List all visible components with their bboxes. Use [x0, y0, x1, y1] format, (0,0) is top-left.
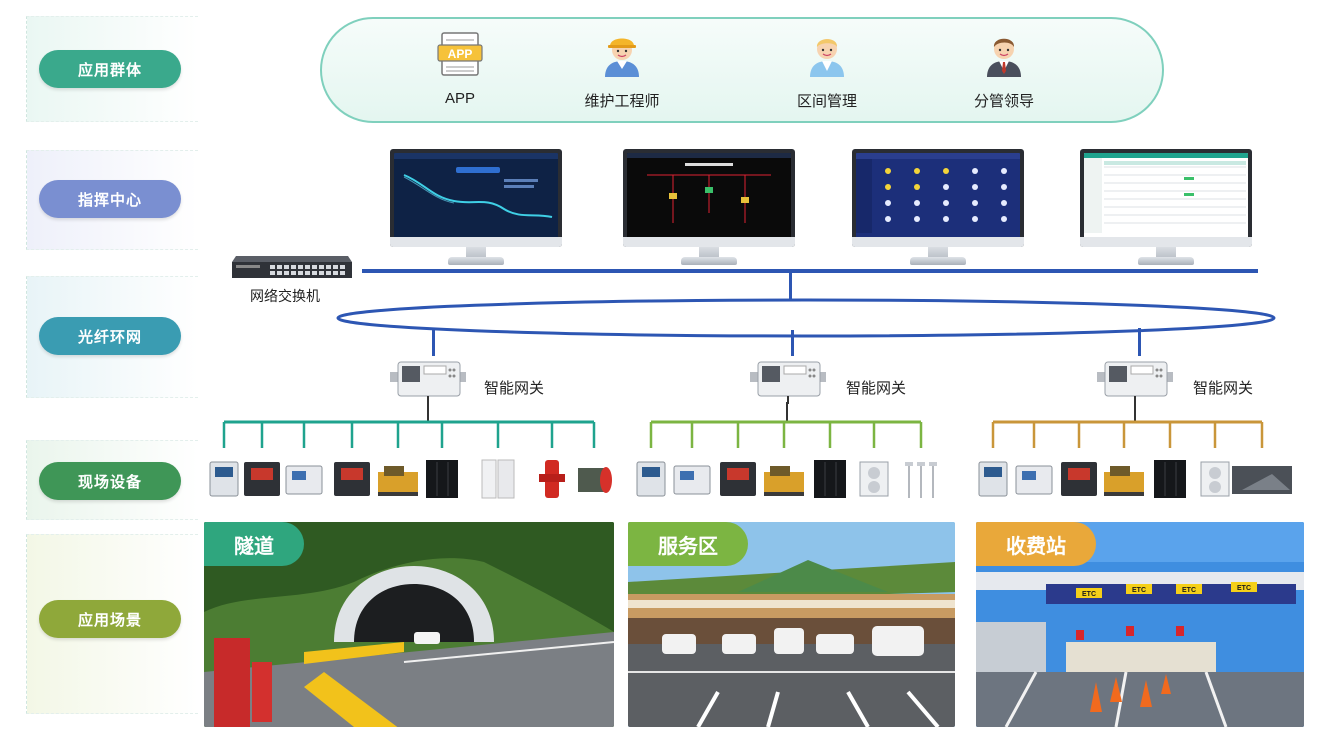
field-device-relay: [209, 461, 239, 497]
monitor-wiring: [623, 149, 795, 269]
layer-band-scenario: 应用场景: [26, 534, 198, 714]
field-device-light: [481, 459, 515, 499]
network-switch: [232, 254, 352, 280]
etc-sign-text: ETC: [1237, 585, 1251, 592]
backbone-to-ring-link: [789, 271, 792, 301]
user-label-engineer: 维护工程师: [584, 93, 660, 110]
etc-sign: [1176, 584, 1202, 594]
field-device-hvac: [1200, 461, 1230, 497]
gateway-device-3: [1097, 358, 1173, 404]
ring-to-gateway-3: [1138, 328, 1141, 356]
field-device-hvac: [859, 461, 889, 497]
field-device-cab: [814, 460, 846, 498]
leader-icon: [987, 38, 1021, 77]
field-device-relay: [978, 461, 1008, 497]
gateway-label-3: 智能网关: [1193, 380, 1254, 397]
engineer-icon: [605, 38, 639, 77]
field-device-relay: [636, 461, 666, 497]
monitor-map-screen: [394, 153, 558, 218]
backbone-bus-line: [362, 269, 1258, 273]
etc-sign: [1231, 582, 1257, 592]
layer-band-command: 指挥中心: [26, 150, 198, 250]
user-app: APP APP: [400, 31, 520, 107]
user-label-manager: 区间管理: [796, 93, 857, 110]
user-label-leader: 分管领导: [973, 93, 1034, 110]
field-bus-group-2: [636, 402, 937, 498]
layer-label-fiber: 光纤环网: [39, 317, 181, 355]
field-bus-group-1: [209, 402, 612, 499]
field-bus-group-3: [978, 402, 1292, 498]
field-device-fan: [578, 467, 612, 493]
gateway-device-1: [390, 358, 466, 404]
scene-tag-service-area: 服务区: [628, 522, 748, 566]
scene-tag-toll-station: 收费站: [976, 522, 1096, 566]
field-device-gen: [1104, 466, 1144, 496]
user-engineer: 维护工程师: [562, 31, 682, 111]
field-device-pole: [905, 462, 937, 498]
monitor-wiring-screen: [627, 153, 791, 223]
ring-to-gateway-1: [432, 330, 435, 356]
etc-sign-text: ETC: [1182, 587, 1196, 594]
layer-band-app-group: 应用群体: [26, 16, 198, 122]
etc-sign-text: ETC: [1082, 591, 1096, 598]
layer-band-field: 现场设备: [26, 440, 198, 520]
monitor-table: [1080, 149, 1252, 269]
layer-label-app-group: 应用群体: [39, 50, 181, 88]
etc-sign-text: ETC: [1132, 587, 1146, 594]
manager-icon: [810, 39, 844, 77]
field-device-panel: [1232, 466, 1292, 494]
service-area-photo: [628, 522, 955, 727]
field-device-cab: [426, 460, 458, 498]
scene-service-area: 服务区: [628, 522, 955, 727]
user-leader: 分管领导: [944, 31, 1064, 111]
app-icon: APP: [437, 32, 483, 76]
scene-tag-tunnel: 隧道: [204, 522, 304, 566]
user-manager: 区间管理: [767, 31, 887, 111]
field-device-gen: [764, 466, 804, 496]
gateway-label-1: 智能网关: [484, 380, 545, 397]
etc-sign: [1126, 584, 1152, 594]
monitor-grid-screen: [856, 153, 1020, 233]
gateway-device-2: [750, 358, 826, 404]
scene-tunnel: 隧道: [204, 522, 614, 727]
field-device-meter: [244, 462, 280, 496]
scene-toll-station: ETC ETC ETC ETC 收费站: [976, 522, 1304, 727]
ring-to-gateway-2: [791, 330, 794, 356]
layer-label-scenario: 应用场景: [39, 600, 181, 638]
user-group-panel: APP APP 维护工程师 区间管理: [320, 17, 1164, 123]
layer-band-fiber: 光纤环网: [26, 276, 198, 398]
field-bus-layer: [209, 402, 1292, 499]
etc-sign: [1076, 588, 1102, 598]
monitor-map: [390, 149, 562, 269]
fiber-ring: [336, 298, 1276, 338]
field-device-meter: [720, 462, 756, 496]
monitor-table-screen: [1084, 153, 1248, 233]
field-device-meter: [1061, 462, 1097, 496]
monitor-device-grid: [852, 149, 1024, 269]
field-device-wide: [673, 465, 711, 495]
field-device-wide: [1015, 465, 1053, 495]
field-device-wide: [285, 465, 323, 495]
layer-label-command: 指挥中心: [39, 180, 181, 218]
switch-label: 网络交换机: [250, 288, 320, 304]
field-device-gen: [378, 466, 418, 496]
field-device-meter: [334, 462, 370, 496]
field-device-cab: [1154, 460, 1186, 498]
user-label-app: APP: [444, 90, 475, 107]
app-icon-text: APP: [448, 47, 473, 61]
gateway-label-2: 智能网关: [846, 380, 907, 397]
layer-label-field: 现场设备: [39, 462, 181, 500]
tunnel-photo: [204, 522, 614, 727]
field-device-pump: [539, 460, 565, 498]
